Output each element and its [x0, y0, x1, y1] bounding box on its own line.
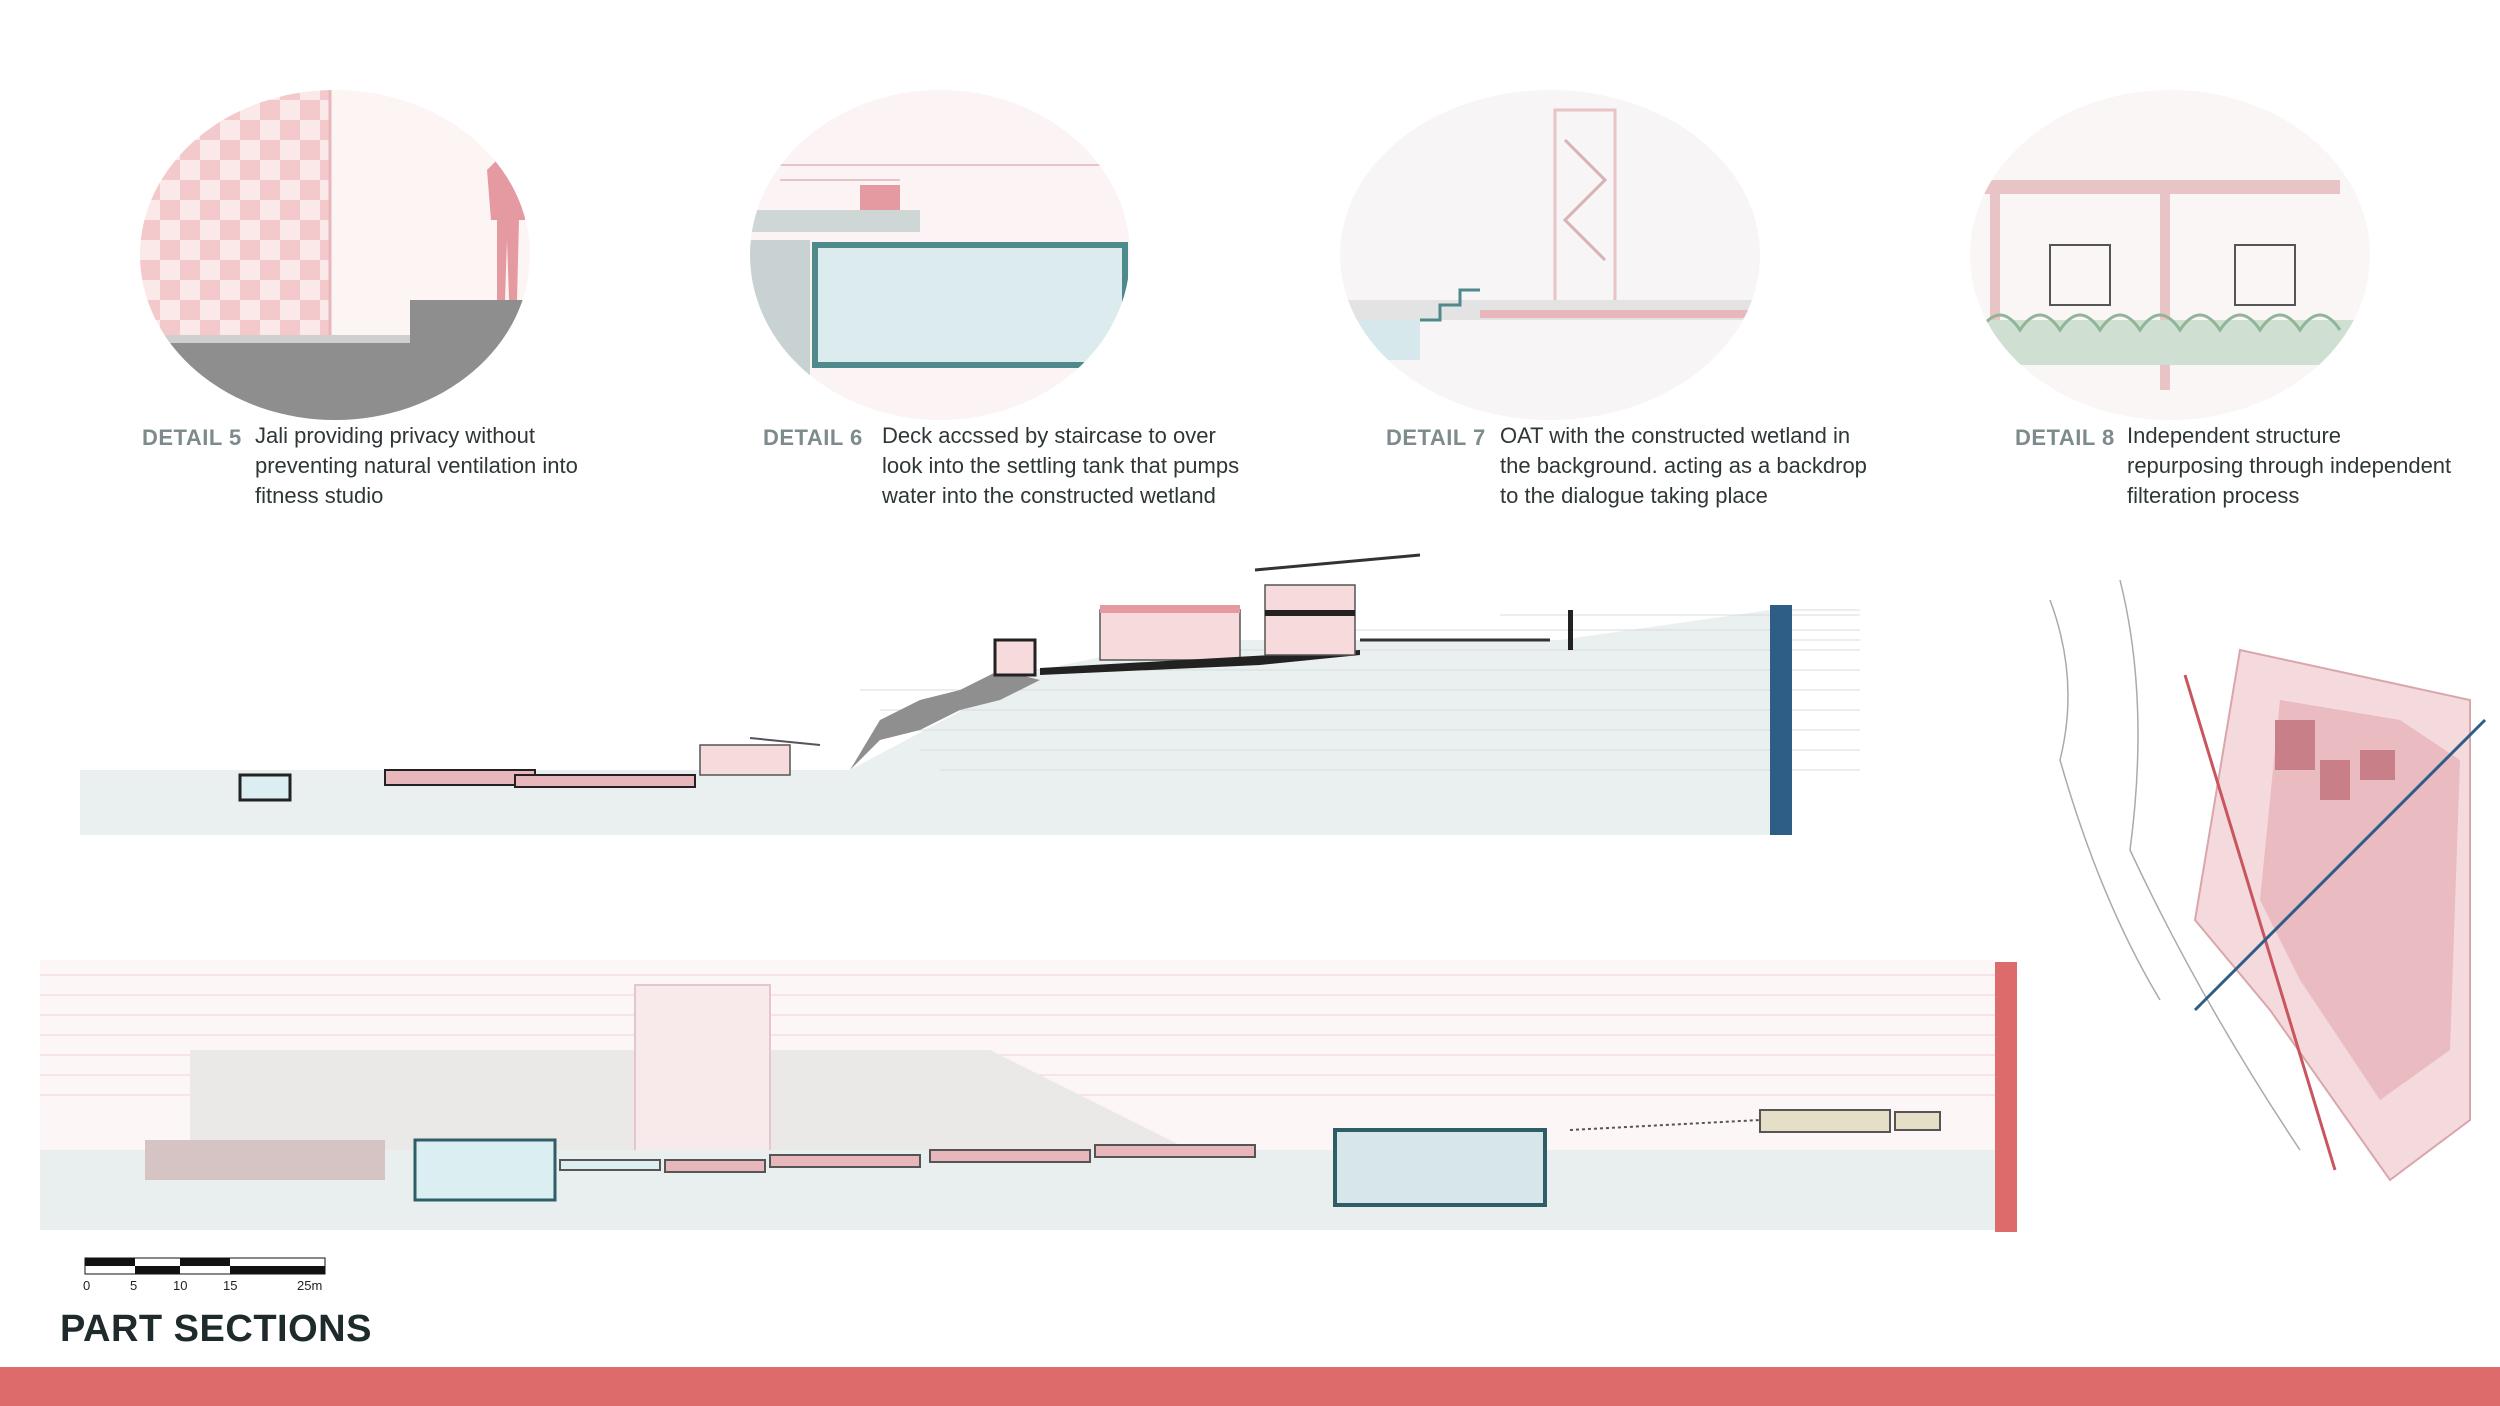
detail-6-label: DETAIL 6 — [763, 425, 863, 450]
detail-5-text: Jali providing privacy without preventin… — [255, 423, 578, 508]
scale-tick-25m: 25m — [297, 1278, 323, 1293]
detail-7-label: DETAIL 7 — [1386, 425, 1486, 450]
scale-tick-10: 10 — [173, 1278, 188, 1293]
site-plan — [2049, 579, 2487, 1182]
detail-8-text: Independent structure repurposing throug… — [2127, 423, 2452, 508]
footer-bar — [0, 1367, 2500, 1406]
page-title: PART SECTIONS — [60, 1308, 372, 1350]
scale-tick-0: 0 — [83, 1278, 91, 1293]
detail-7-text: OAT with the constructed wetland in the … — [1500, 423, 1867, 508]
detail-8-drawing — [1970, 90, 2370, 420]
scale-tick-15: 15 — [223, 1278, 238, 1293]
detail-6-text: Deck accssed by staircase to over look i… — [882, 423, 1240, 508]
detail-6-drawing — [750, 90, 1130, 420]
scale-tick-5: 5 — [130, 1278, 138, 1293]
detail-5-label: DETAIL 5 — [142, 425, 242, 450]
section-2-drawing — [40, 960, 2017, 1232]
detail-8-label: DETAIL 8 — [2015, 425, 2115, 450]
detail-7-drawing — [1340, 90, 1760, 420]
scale-bar — [84, 1257, 326, 1275]
detail-5-drawing — [140, 90, 530, 420]
section-1-drawing — [80, 553, 1860, 835]
